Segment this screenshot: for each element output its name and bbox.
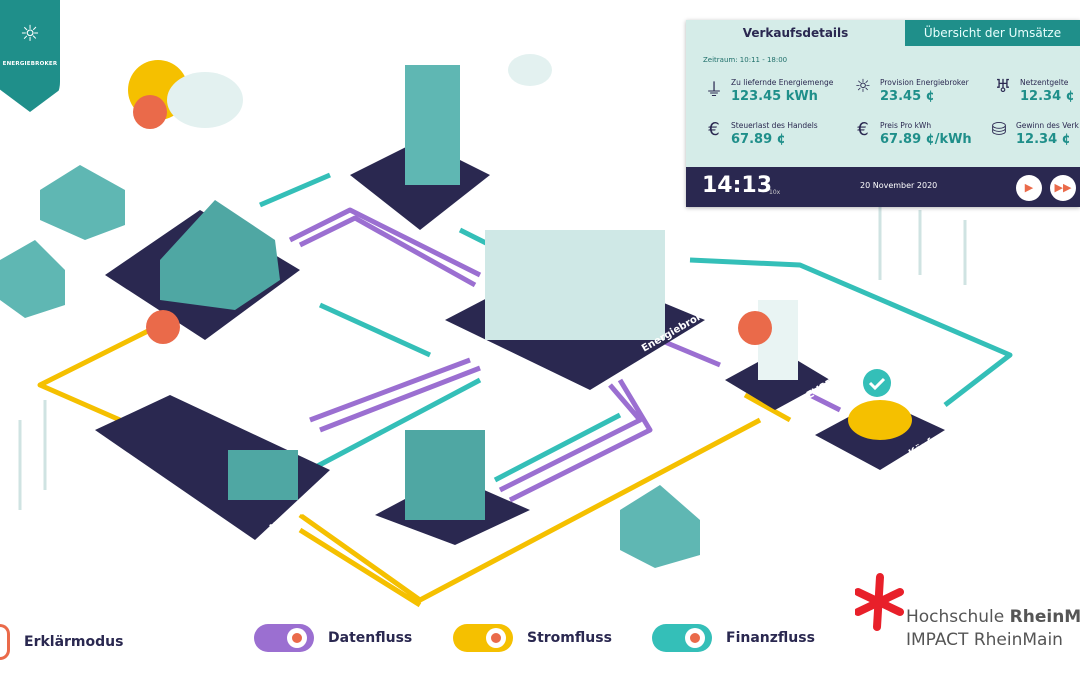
explain-mode-icon (0, 624, 10, 660)
price-tag-icon: € (857, 119, 869, 140)
broker-servers (485, 230, 665, 340)
plug-icon: ⏚ (705, 80, 723, 101)
metric-value: 123.45 kWh (731, 89, 818, 104)
house-left (0, 240, 65, 318)
metric-label: Zu liefernde Energiemenge (731, 78, 834, 87)
energiebroker-logo[interactable]: ☼ ENERGIEBROKER (0, 0, 60, 112)
tab-uebersicht-umsaetze[interactable]: Übersicht der Umsätze (905, 20, 1080, 46)
power-flow-line (37, 327, 762, 608)
university-line1-bold: RheinM (1009, 607, 1080, 627)
house-left (40, 165, 125, 240)
house-bottom (620, 485, 700, 568)
check-icon (863, 369, 891, 397)
metric-value: 12.34 ¢ (1020, 89, 1075, 104)
verkaeufer-house (160, 200, 280, 310)
explain-mode-label: Erklärmodus (24, 634, 124, 650)
play-button[interactable]: ▶ (1016, 175, 1042, 201)
metric-label: Steuerlast des Handels (731, 121, 818, 130)
cloud-icon (508, 54, 552, 86)
power-flow-line (743, 392, 792, 423)
toggle-switch[interactable] (652, 624, 712, 652)
university-name: Hochschule RheinM IMPACT RheinMain (906, 606, 1080, 652)
finance-flow-line (259, 172, 1013, 483)
gear-icon (146, 310, 180, 344)
metric-label: Preis Pro kWh (880, 121, 932, 130)
explain-mode-toggle[interactable]: Erklärmodus (0, 624, 123, 660)
fast-forward-button[interactable]: ▶▶ (1050, 175, 1076, 201)
gear-icon (133, 95, 167, 129)
toggle-label: Finanzfluss (726, 630, 815, 646)
metric-label: Netzentgelte (1020, 78, 1069, 87)
logo-text: ENERGIEBROKER (2, 61, 58, 67)
metric-grid-fees: ♅ Netzentgelte 12.34 ¢ (992, 76, 1075, 104)
platform-netzbetreiber (95, 395, 330, 540)
metric-value: 12.34 ¢ (1016, 132, 1071, 147)
toggle-switch[interactable] (254, 624, 314, 652)
wind-turbines (18, 200, 967, 510)
metric-tax: € Steuerlast des Handels 67.89 ¢ (703, 119, 818, 147)
metric-commission: ☼ Provision Energiebroker 23.45 ¢ (852, 76, 969, 104)
toggle-label: Datenfluss (328, 630, 413, 646)
finanzfluss-toggle[interactable]: Finanzfluss (652, 624, 815, 652)
metric-value: 67.89 ¢ (731, 132, 786, 147)
metric-value: 23.45 ¢ (880, 89, 935, 104)
euro-coin-hand-icon: € (708, 119, 720, 140)
coins-icon: ⛁ (991, 119, 1007, 140)
datenfluss-toggle[interactable]: Datenfluss (254, 624, 412, 652)
metric-price: € Preis Pro kWh 67.89 ¢/kWh (852, 119, 972, 147)
hsrm-logo-icon (855, 573, 904, 631)
data-flow-line (288, 207, 842, 503)
metric-value: 67.89 ¢/kWh (880, 132, 972, 147)
date: 20 November 2020 (860, 181, 938, 190)
metric-energy: ⏚ Zu liefernde Energiemenge 123.45 kWh (703, 76, 833, 104)
sun-icon: ☼ (854, 76, 872, 97)
sales-details-panel: Verkaufsdetails Übersicht der Umsätze Ze… (686, 20, 1080, 207)
time-bar: 14:13 10x 20 November 2020 ▶ ▶▶ (686, 167, 1080, 207)
gear-icon (738, 311, 772, 345)
toggle-label: Stromfluss (527, 630, 612, 646)
cloud-icon (167, 72, 243, 128)
logo-bulb-icon: ☼ (20, 22, 40, 47)
university-line2: IMPACT RheinMain (906, 630, 1063, 650)
stromversorger-building (405, 430, 485, 520)
metric-profit: ⛁ Gewinn des Verk 12.34 ¢ (988, 119, 1079, 147)
metric-label: Provision Energiebroker (880, 78, 969, 87)
clock: 14:13 (702, 173, 773, 198)
metric-label: Gewinn des Verk (1016, 121, 1079, 130)
finanzamt-building (405, 65, 460, 185)
tab-verkaufsdetails[interactable]: Verkaufsdetails (742, 26, 849, 40)
power-tower-icon: ♅ (994, 76, 1012, 97)
speed: 10x (769, 189, 781, 196)
stromfluss-toggle[interactable]: Stromfluss (453, 624, 612, 652)
toggle-switch[interactable] (453, 624, 513, 652)
kaeufer-car (848, 400, 912, 440)
netzbetreiber-building (228, 450, 298, 500)
time-range: Zeitraum: 10:11 - 18:00 (703, 56, 788, 64)
university-line1: Hochschule (906, 607, 1010, 627)
